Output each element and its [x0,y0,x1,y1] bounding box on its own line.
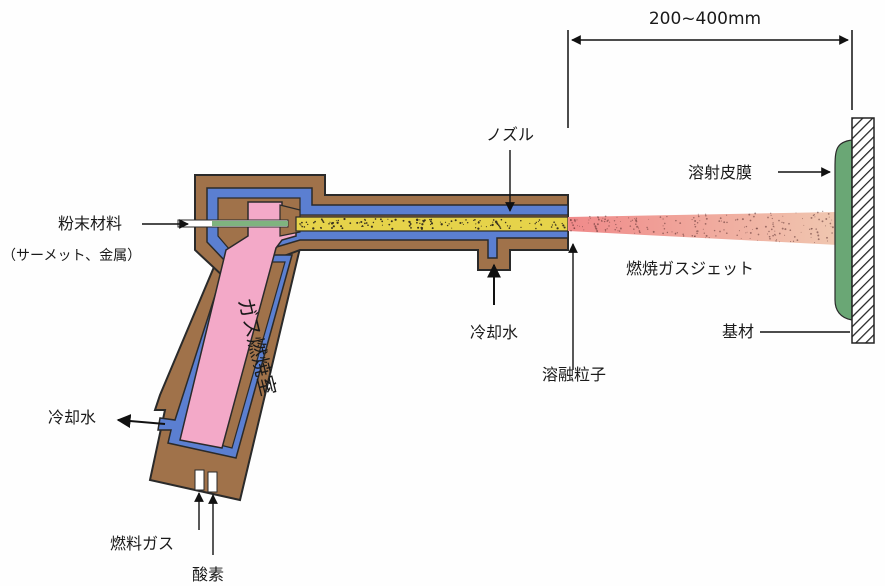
substrate [851,117,875,344]
powder-particles [299,217,566,230]
dimension-label: 200~400mm [649,9,761,29]
flame-jet-label: 燃焼ガスジェット [626,259,754,278]
fuel-gas-inlet [194,469,205,491]
fuel-gas-label: 燃料ガス [110,534,174,553]
cooling-water-left-arrow [116,414,166,429]
powder-feed-stream [212,221,288,226]
oxygen-label: 酸素 [192,565,224,584]
nozzle-label: ノズル [486,125,534,144]
powder-note: （サーメット、金属） [2,248,141,264]
cooling-water-left-label: 冷却水 [48,408,96,427]
molten-particle-spray [569,210,837,243]
cooling-water-bottom-label: 冷却水 [470,323,518,342]
powder-label: 粉末材料 [58,214,122,233]
molten-particles-label: 溶融粒子 [542,365,606,384]
oxygen-inlet [207,471,218,493]
substrate-label: 基材 [722,322,754,341]
coating-label: 溶射皮膜 [688,163,752,182]
spray-coating [834,139,853,321]
